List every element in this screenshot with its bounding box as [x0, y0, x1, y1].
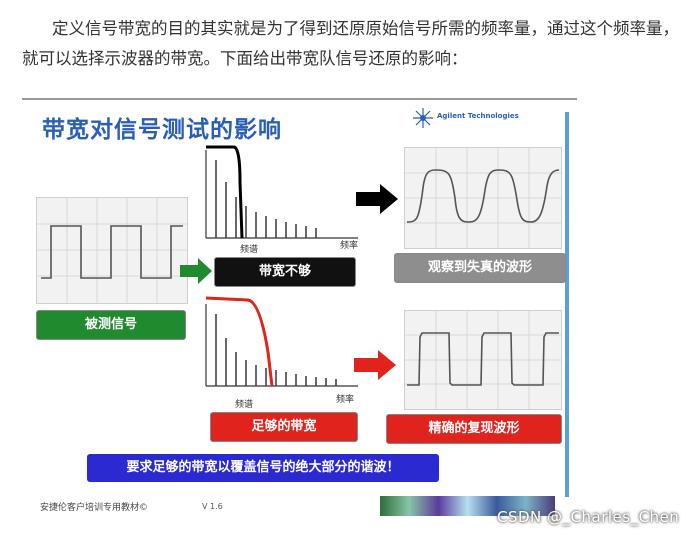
red-arrow-icon — [354, 350, 396, 380]
black-arrow-icon — [356, 184, 398, 214]
label-measured-signal: 被测信号 — [36, 310, 186, 340]
accurate-wave-trace — [405, 311, 561, 409]
scope-measured-signal — [36, 197, 188, 304]
bandwidth-requirement-banner: 要求足够的带宽以覆盖信号的绝大部分的谐波！ — [87, 454, 439, 482]
slide-footer: 安捷伦客户培训专用教材© — [40, 503, 149, 513]
label-distorted-waveform: 观察到失真的波形 — [394, 253, 566, 283]
logo-text: Agilent Technologies — [437, 112, 519, 120]
distorted-wave-trace — [405, 148, 561, 248]
scope-accurate — [404, 310, 562, 410]
frequency-label-bottom: 频率 — [336, 395, 355, 405]
frequency-label-top: 频率 — [340, 241, 359, 251]
slide-top-rule — [22, 98, 577, 100]
label-accurate-waveform: 精确的复现波形 — [386, 414, 562, 444]
intro-paragraph: 定义信号带宽的目的其实就是为了得到还原原始信号所需的频率量，通过这个频率量，就可… — [22, 14, 682, 74]
spectrum-sufficient — [205, 296, 358, 387]
csdn-watermark: CSDN @_Charles_Chen — [497, 508, 680, 526]
square-wave-trace — [37, 198, 187, 303]
label-sufficient-bandwidth: 足够的带宽 — [210, 412, 358, 442]
spectrum-label-top: 频谱 — [240, 245, 259, 255]
label-insufficient-bandwidth: 带宽不够 — [214, 257, 356, 287]
slide-image: 带宽对信号测试的影响 Agilent Technologies 被测信号 — [22, 92, 577, 522]
slide-title: 带宽对信号测试的影响 — [42, 117, 282, 143]
spectrum-label-bottom: 频谱 — [235, 400, 254, 410]
spectrum-insufficient — [205, 145, 358, 239]
scope-distorted — [404, 147, 562, 249]
slide-version: V 1.6 — [202, 502, 223, 511]
intro-text: 定义信号带宽的目的其实就是为了得到还原原始信号所需的频率量，通过这个频率量，就可… — [22, 19, 679, 68]
agilent-spark-icon — [413, 108, 433, 128]
decorative-image-strip — [380, 496, 555, 516]
green-arrow-icon — [180, 258, 212, 284]
slide-right-rule — [565, 112, 569, 497]
agilent-logo: Agilent Technologies — [407, 106, 557, 130]
